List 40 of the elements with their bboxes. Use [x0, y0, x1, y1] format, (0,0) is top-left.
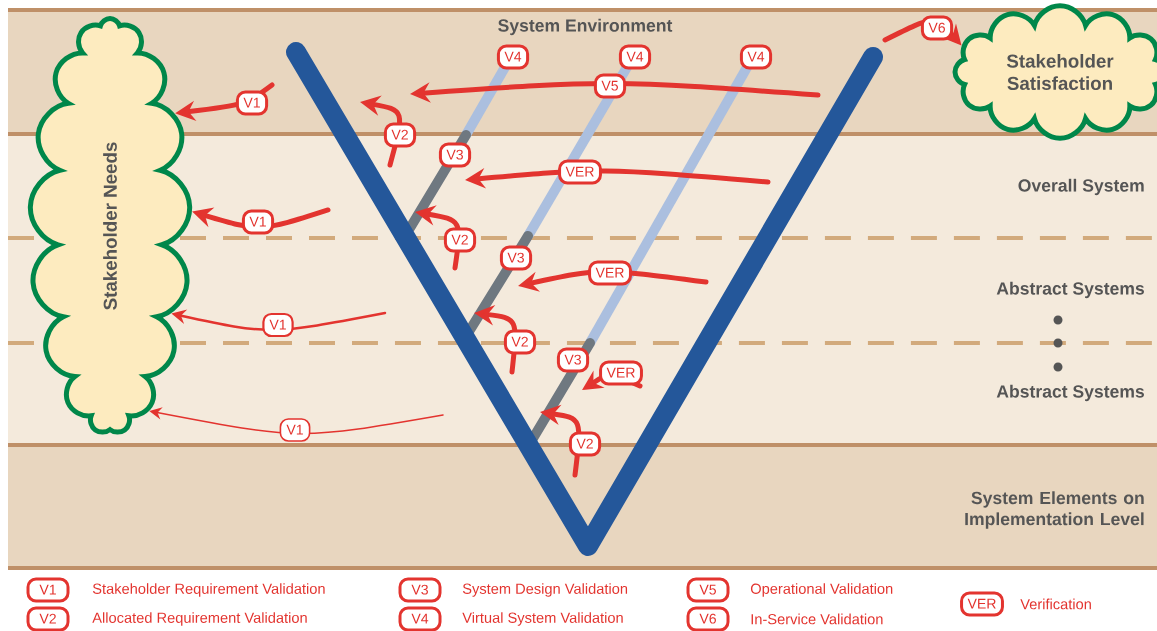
legend-text: Virtual System Validation — [462, 612, 623, 626]
legend-text: Verification — [1020, 598, 1091, 610]
validation-tag: V3 — [438, 142, 472, 168]
validation-tag: V4 — [618, 44, 652, 70]
level-label: Overall System — [1018, 178, 1144, 196]
level-label: Abstract Systems — [996, 281, 1144, 299]
legend-text: Allocated Requirement Validation — [92, 612, 307, 626]
legend-tag: V2 — [26, 606, 70, 631]
validation-tag: V2 — [383, 122, 417, 148]
validation-tag: V2 — [568, 431, 602, 457]
validation-tag: VER — [588, 260, 632, 286]
legend-tag: V5 — [686, 577, 730, 603]
validation-tag: VER — [599, 360, 643, 386]
validation-tag: VER — [558, 159, 602, 185]
legend-tag: VER — [960, 591, 1004, 617]
legend-tag: V1 — [26, 577, 70, 603]
legend-tag: V3 — [398, 577, 442, 603]
edge-label: V6 — [920, 15, 954, 41]
validation-tag: V3 — [499, 245, 533, 271]
legend-text: Operational Validation — [750, 583, 893, 597]
validation-tag: V3 — [556, 347, 590, 373]
edge-label: V1 — [279, 418, 311, 442]
legend-tag: V6 — [686, 606, 730, 631]
legend-tag: V4 — [398, 606, 442, 631]
validation-tag: V2 — [503, 329, 537, 355]
legend-text: In-Service Validation — [751, 613, 883, 625]
legend-text: System Design Validation — [462, 583, 628, 597]
validation-tag: V4 — [739, 44, 773, 70]
legend-text: Stakeholder Requirement Validation — [92, 583, 325, 597]
cloud: Stakeholder Needs — [27, 16, 193, 435]
cloud: Stakeholder Satisfaction — [952, 3, 1157, 141]
edge-label: V1 — [262, 312, 294, 338]
validation-tag: V5 — [593, 73, 627, 99]
level-label: System Elements on Implementation Level — [965, 491, 1144, 529]
validation-tag: V4 — [496, 44, 530, 70]
validation-tag: V2 — [443, 227, 477, 253]
level-label: Abstract Systems — [996, 384, 1144, 402]
heading: System Environment — [498, 18, 673, 36]
edge-label: V1 — [241, 209, 275, 235]
edge-label: V1 — [235, 90, 269, 116]
